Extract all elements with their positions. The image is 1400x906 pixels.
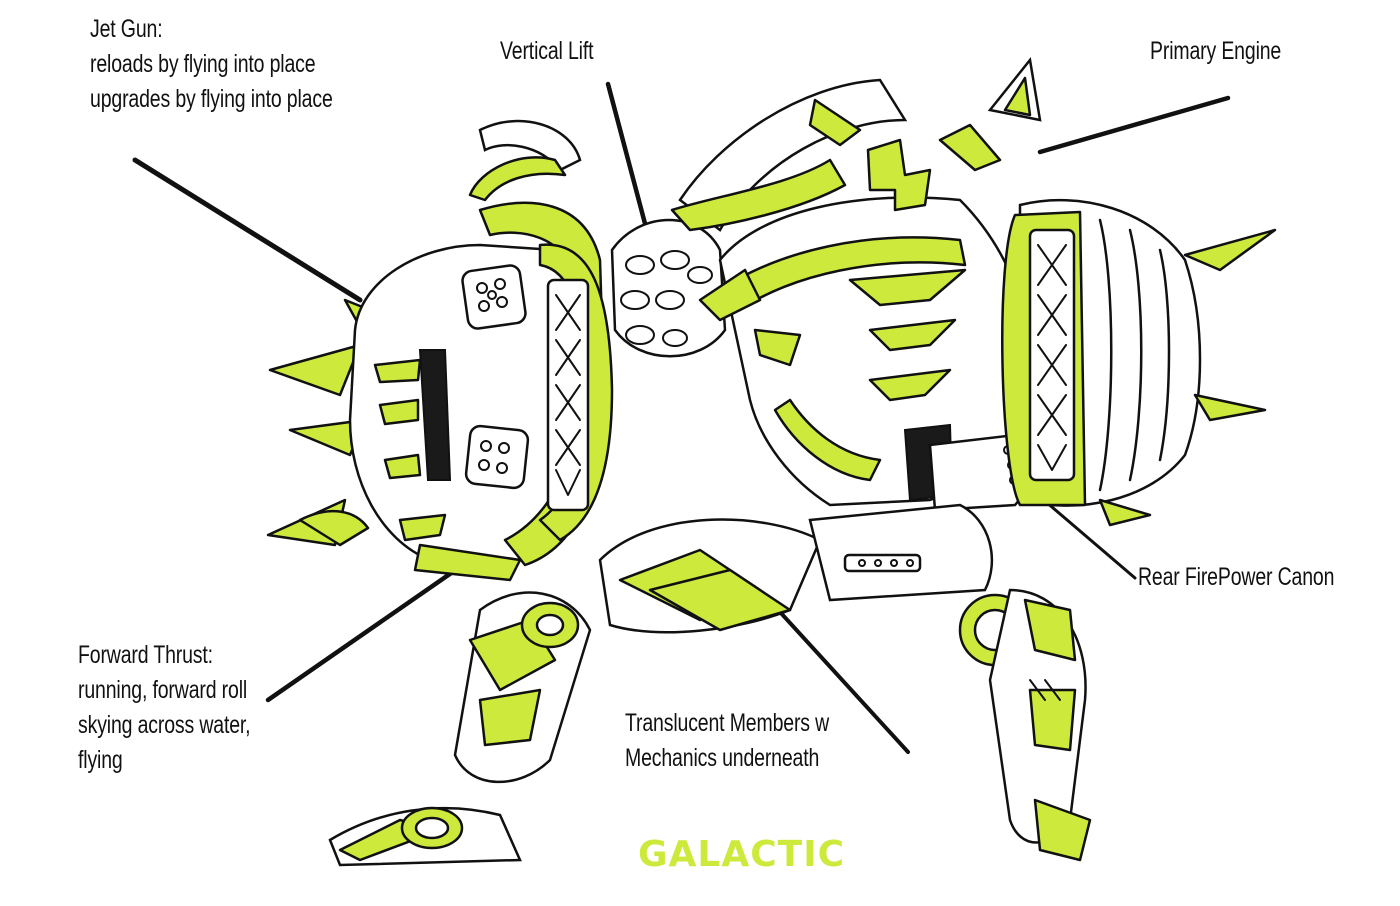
vertical-lift-label: Vertical Lift	[500, 34, 593, 69]
callout-rear-firepower: Rear FirePower Canon	[1138, 560, 1334, 595]
forward-thrust-line-3: flying	[78, 743, 250, 778]
translucent-line-1: Translucent Members w	[625, 706, 829, 741]
translucent-line-2: Mechanics underneath	[625, 741, 829, 776]
primary-engine-label: Primary Engine	[1150, 34, 1281, 69]
callout-translucent-members: Translucent Members w Mechanics undernea…	[625, 706, 829, 776]
callout-forward-thrust: Forward Thrust: running, forward roll sk…	[78, 638, 250, 778]
jet-gun-title: Jet Gun:	[90, 12, 333, 47]
forward-thrust-line-1: running, forward roll	[78, 673, 250, 708]
central-torso	[612, 80, 1030, 510]
callout-vertical-lift: Vertical Lift	[500, 34, 593, 69]
callout-jet-gun: Jet Gun: reloads by flying into place up…	[90, 12, 333, 117]
diagram-title: GALACTIC	[638, 834, 845, 875]
forward-thrust-line-2: skying across water,	[78, 708, 250, 743]
jet-gun-line-2: upgrades by flying into place	[90, 82, 333, 117]
forward-thrust-title: Forward Thrust:	[78, 638, 250, 673]
jet-gun-line-1: reloads by flying into place	[90, 47, 333, 82]
rear-firepower-label: Rear FirePower Canon	[1138, 560, 1334, 595]
callout-primary-engine: Primary Engine	[1150, 34, 1281, 69]
leader-jet-gun	[135, 160, 360, 300]
right-shoulder-pod	[990, 60, 1275, 525]
leader-primary-engine	[1040, 98, 1228, 152]
leader-forward-thrust	[268, 560, 470, 700]
left-shoulder-pod	[268, 121, 612, 580]
